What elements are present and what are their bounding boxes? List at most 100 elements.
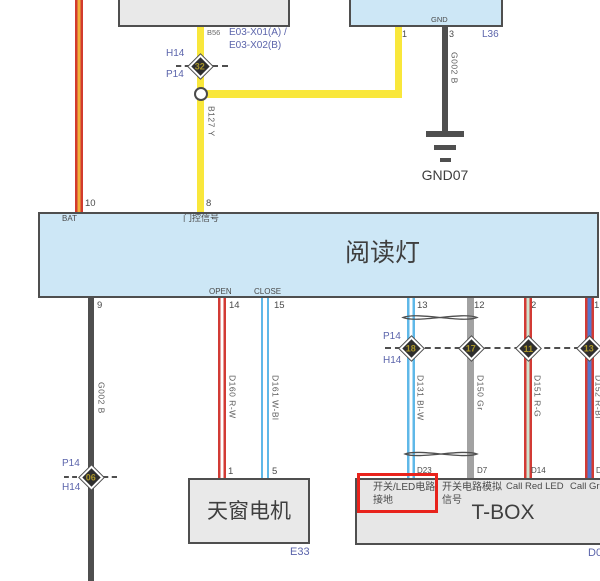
splice-row-dash: [385, 347, 600, 349]
tbox-box: [355, 478, 600, 545]
highlight-annotation-box: [357, 473, 438, 513]
splice-17: 17: [458, 335, 484, 361]
tbox-call-green-wire: [585, 298, 594, 479]
splice06-dash-right: [103, 476, 117, 478]
splice-diamond-icon: 32: [187, 53, 213, 79]
sunroof-pin-5: 5: [272, 466, 278, 477]
tbox-call-red-wire: [524, 298, 532, 479]
tbox-port-call-green: Call Gr: [570, 481, 600, 492]
splice-32: 32: [187, 53, 213, 79]
pin-bat-name: BAT: [62, 214, 77, 223]
tbox-pin-d7: D7: [477, 466, 488, 475]
splice32-dash-left: [176, 65, 190, 67]
door-signal-branch-vertical: [395, 27, 402, 96]
splice-18: 18: [398, 335, 424, 361]
splice06-top-label: P14: [62, 458, 80, 469]
ground-wire-top: [442, 27, 448, 134]
tbox-title: T-BOX: [471, 501, 535, 524]
tbox-ground-wire: [407, 298, 415, 479]
pin-door-signal-name: 门控信号: [183, 213, 220, 223]
ground-symbol-bar3: [440, 158, 451, 162]
wire-d161-label: D161 W-Bl: [270, 375, 281, 421]
pin-14-number: 14: [229, 300, 240, 311]
pin-9-number: 9: [97, 300, 103, 311]
top-left-component-box: [118, 0, 290, 27]
battery-wire: [75, 0, 83, 213]
tbox-port-signal-line2: 信号: [442, 495, 462, 506]
pin-8-number: 8: [206, 198, 212, 209]
pin-close-name: CLOSE: [254, 287, 282, 296]
pin-13-number: 13: [417, 300, 428, 311]
pin-1b-number: 1: [594, 300, 600, 311]
junction-node-icon: [194, 87, 208, 101]
splice32-number: 32: [194, 60, 206, 71]
splice-11: 11: [515, 335, 541, 361]
sunroof-connector-code: E33: [290, 546, 310, 558]
connector-l36-code: L36: [482, 29, 499, 40]
sunroof-close-wire: [261, 298, 269, 479]
splice-diamond-icon: 13: [576, 335, 600, 361]
splice32-dash-right: [212, 65, 228, 67]
sunroof-motor-box: [188, 478, 310, 544]
connector-code-line1: E03-X01(A) /: [229, 27, 287, 38]
tbox-port-call-red: Call Red LED: [506, 481, 564, 492]
door-signal-branch-horizontal: [200, 90, 402, 98]
splice-row-bottom-label: H14: [383, 355, 402, 366]
splice06-bottom-label: H14: [62, 482, 81, 493]
pin-1-label: 1: [402, 29, 408, 39]
pin-2-number: 2: [531, 300, 537, 311]
tbox-connector-code-fragment: D0: [588, 547, 600, 559]
tbox-port-ground-line2: 接地: [373, 495, 393, 506]
splice06-number: 06: [85, 471, 97, 482]
tbox-port-signal-line1: 开关电路模拟: [442, 482, 502, 493]
ground-wire-left: [88, 298, 94, 581]
twisted-pair-icon-top: [401, 315, 479, 320]
top-right-component-box: [349, 0, 503, 27]
splice-diamond-icon: 11: [515, 335, 541, 361]
splice18-number: 18: [405, 342, 417, 353]
wire-d150-label: D150 Gr: [475, 375, 486, 411]
wire-d160-label: D160 R-W: [227, 375, 238, 419]
splice-13: 13: [576, 335, 600, 361]
gnd-pin-name: GND: [431, 15, 448, 24]
pin-10-number: 10: [85, 198, 96, 209]
connector-code-line2: E03-X02(B): [229, 40, 282, 51]
tbox-pin-right: D1: [596, 466, 600, 475]
wire-d151-label: D151 R-G: [532, 375, 543, 418]
wire-d131-label: D131 Bl-W: [415, 375, 426, 421]
splice-row-top-label: P14: [383, 331, 401, 342]
door-signal-wire: [197, 27, 204, 213]
pin-15-number: 15: [274, 300, 285, 311]
pin-open-name: OPEN: [209, 287, 232, 296]
wire-d152-label: D152 R-Bl: [593, 375, 600, 419]
splice06-dash-left: [64, 476, 77, 478]
tbox-pin-d23: D23: [417, 466, 432, 475]
splice-diamond-icon: 06: [78, 464, 104, 490]
splice32-top-label: H14: [166, 48, 185, 59]
splice-06: 06: [78, 464, 104, 490]
splice-diamond-icon: 17: [458, 335, 484, 361]
tbox-pin-d14: D14: [531, 466, 546, 475]
pin-12-number: 12: [474, 300, 485, 311]
splice32-bottom-label: P14: [166, 69, 184, 80]
sunroof-open-wire: [218, 298, 226, 479]
ground-symbol-bar2: [434, 145, 456, 150]
pin-3-label: 3: [449, 29, 455, 39]
twisted-pair-icon-bottom: [403, 451, 479, 457]
splice17-number: 17: [465, 342, 477, 353]
wire-b127-label: B127 Y: [206, 106, 217, 137]
reading-lamp-title: 阅读灯: [345, 239, 421, 267]
sunroof-pin-1: 1: [228, 466, 234, 477]
splice-diamond-icon: 18: [398, 335, 424, 361]
reading-lamp-box: [38, 212, 599, 298]
wire-g002-left-label: G002 B: [96, 382, 107, 414]
splice11-number: 11: [523, 342, 533, 353]
wire-g002-top-label: G002 B: [449, 52, 460, 84]
sunroof-motor-title: 天窗电机: [207, 500, 291, 523]
tbox-port-ground-line1: 开关/LED电路: [373, 482, 436, 493]
ground-symbol-bar1: [426, 131, 464, 137]
tbox-signal-wire: [467, 298, 474, 479]
splice13-number: 13: [583, 342, 595, 353]
ground-point-label: GND07: [421, 167, 469, 183]
